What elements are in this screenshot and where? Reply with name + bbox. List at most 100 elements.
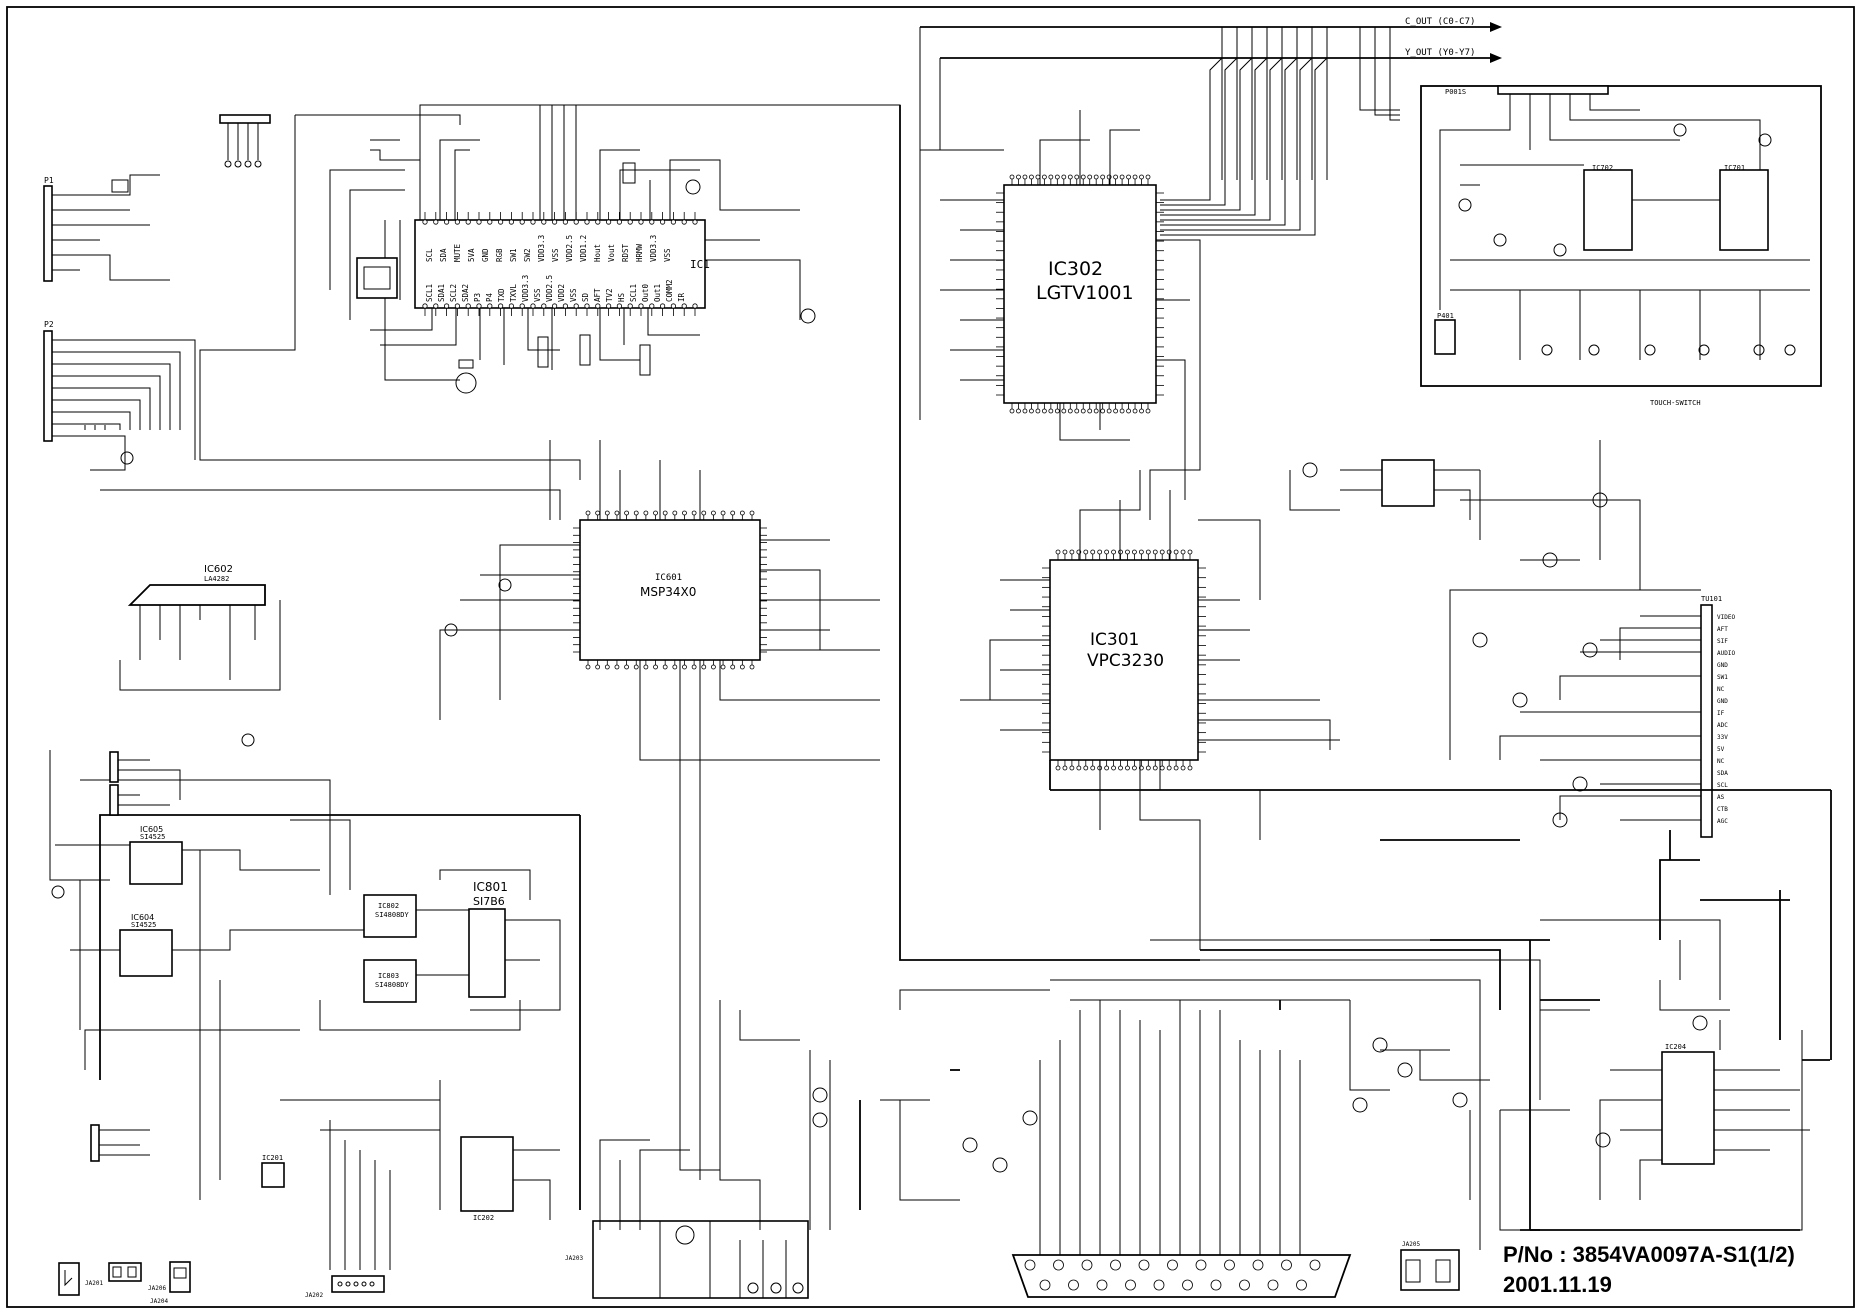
ic-pin-pad — [1153, 1279, 1165, 1291]
svg-text:AS: AS — [1717, 794, 1725, 801]
ic-pin-pad — [1195, 1259, 1207, 1271]
tuner-wiring — [1449, 440, 1701, 821]
ic-pin-pad — [530, 219, 536, 225]
ic601-wiring — [100, 440, 880, 1050]
av-wiring — [280, 919, 1810, 1270]
svg-text:5VA: 5VA — [467, 248, 476, 262]
ic-pin-pad — [1104, 549, 1110, 555]
ic-pin-pad — [1281, 1259, 1292, 1271]
ic-pin-pad — [562, 303, 569, 309]
svg-text:TV2: TV2 — [605, 288, 614, 302]
ic204: IC204 — [1661, 1043, 1715, 1165]
svg-text:SIF: SIF — [1717, 638, 1728, 645]
ic801-part: SI7B6 — [473, 895, 505, 908]
ic602-la4282: IC602 LA4282 — [119, 564, 281, 691]
ic-pin-pad — [1081, 1259, 1093, 1271]
ic-pin-pad — [627, 219, 633, 225]
ic-pin-pad — [605, 303, 612, 309]
ic-pin-pad — [1061, 408, 1067, 414]
ic-pin-pad — [1125, 765, 1130, 771]
ic802-ref: IC802 — [378, 902, 399, 910]
ic-pin-pad — [624, 510, 629, 516]
ic-pin-pad — [1132, 765, 1137, 771]
svg-text:Out1: Out1 — [653, 284, 662, 302]
ic-pin-pad — [749, 510, 755, 516]
ic-pin-pad — [1090, 765, 1096, 771]
svg-text:NC: NC — [1717, 686, 1725, 693]
ic-pin-pad — [653, 510, 658, 516]
ic604-ref: IC604 — [131, 913, 154, 922]
ic-pin-pad — [739, 510, 745, 516]
ic-pin-pad — [422, 219, 428, 225]
ic301-wiring — [960, 470, 1340, 950]
ic-pin-pad — [530, 303, 536, 309]
ic802-part: SI4808DY — [375, 911, 410, 919]
ic-pin-pad — [595, 219, 601, 225]
ic-pin-pad — [1009, 408, 1015, 414]
svg-text:HS: HS — [617, 292, 626, 302]
ic-pin-pad — [1097, 549, 1103, 555]
ic803-part: SI4808DY — [375, 981, 410, 989]
ic1-pin-labels: SCL SDA MUTE 5VA GND RGB SW1 SW2 VDD3.3 … — [425, 235, 686, 302]
ic-pin-pad — [476, 219, 482, 225]
ic604-part: SI4525 — [131, 921, 156, 929]
ic-pin-pad — [643, 510, 649, 516]
ic1-label: IC1 — [690, 258, 710, 271]
svg-text:SW1: SW1 — [1717, 674, 1728, 681]
ic-pin-pad — [1016, 174, 1021, 180]
y-out-bus-label: Y_OUT (Y0-Y7) — [1405, 48, 1475, 58]
ic-pin-pad — [573, 219, 579, 225]
svg-text:ADC: ADC — [1717, 722, 1728, 729]
ic-pin-pad — [454, 219, 460, 225]
ic-pin-pad — [1224, 1259, 1235, 1271]
svg-text:VDD3.3: VDD3.3 — [649, 235, 658, 262]
ic-pin-pad — [1309, 1259, 1321, 1271]
ic-pin-pad — [1080, 174, 1086, 180]
ic-pin-pad — [1113, 408, 1119, 414]
ic-pin-pad — [633, 664, 639, 670]
ic-pin-pad — [465, 303, 471, 309]
ic803-ref: IC803 — [378, 972, 399, 980]
ic-pin-pad — [541, 219, 547, 225]
svg-text:AFT: AFT — [1717, 626, 1728, 633]
ic-pin-pad — [638, 303, 644, 309]
ic-pin-pad — [662, 664, 668, 670]
ic-pin-pad — [701, 510, 707, 516]
ic-pin-pad — [749, 664, 755, 670]
ic-pin-pad — [614, 510, 620, 516]
ic202-label: IC202 — [473, 1214, 494, 1222]
ic-pin-pad — [1093, 174, 1099, 180]
ic-pin-pad — [1055, 549, 1061, 555]
svg-text:Out0: Out0 — [641, 283, 650, 302]
svg-text:SD: SD — [581, 292, 590, 302]
ic-pin-pad — [1035, 174, 1041, 180]
ic-pin-pad — [595, 303, 601, 309]
ic602-part: LA4282 — [204, 575, 229, 583]
output-buses: C_OUT (C0-C7) Y_OUT (Y0-Y7) — [919, 17, 1502, 420]
p2-label: P2 — [44, 320, 54, 329]
ic-pin-pad — [1252, 1259, 1264, 1271]
ic-pin-pad — [659, 219, 666, 225]
ic302-wiring — [920, 110, 1201, 520]
ic-pin-pad — [616, 219, 623, 225]
ic-pin-pad — [1267, 1279, 1279, 1291]
connector-scart — [1011, 1254, 1352, 1298]
ic-pin-pad — [433, 219, 439, 225]
svg-text:VDD2.5: VDD2.5 — [565, 235, 574, 262]
ic301-ref: IC301 — [1090, 630, 1139, 650]
svg-text:SDA: SDA — [1717, 770, 1728, 777]
ic-pin-pad — [1022, 408, 1028, 414]
ic-pin-pad — [1035, 408, 1041, 414]
ic-pin-pad — [649, 219, 655, 225]
ic-pin-pad — [1125, 1279, 1136, 1291]
ic-pin-pad — [1296, 1279, 1307, 1291]
svg-text:IR: IR — [677, 292, 686, 302]
ic-pin-pad — [551, 219, 558, 225]
ic-pin-pad — [433, 303, 439, 309]
ic-pin-pad — [720, 510, 726, 516]
ic-pin-pad — [701, 664, 707, 670]
ic-pin-pad — [1041, 174, 1047, 180]
ic-pin-pad — [1152, 549, 1158, 555]
svg-text:TXVL: TXVL — [509, 283, 518, 302]
